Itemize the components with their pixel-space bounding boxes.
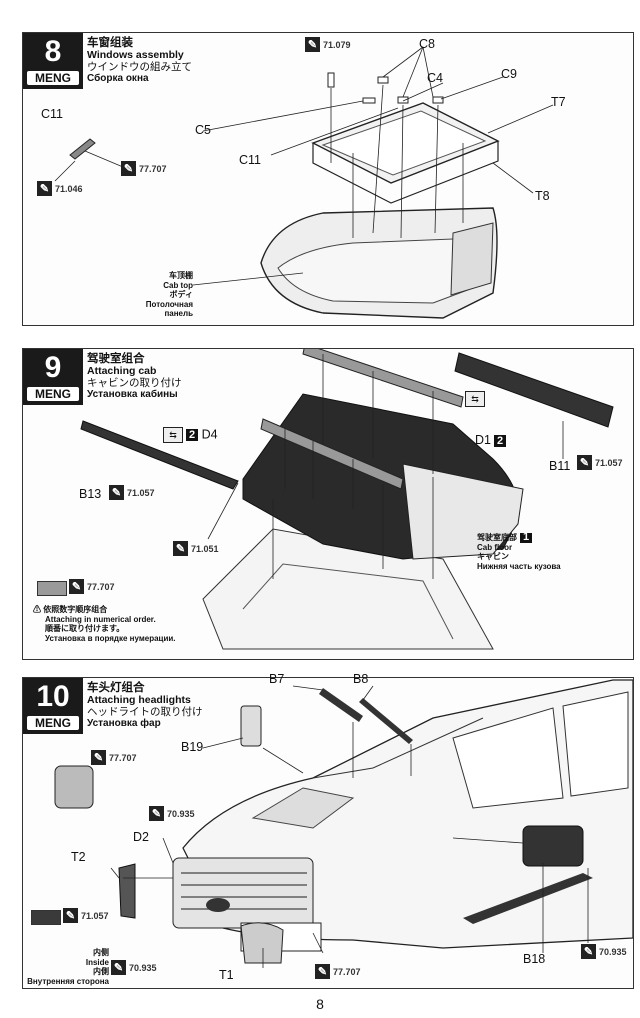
color-swatch [31, 910, 61, 925]
flip-icon: ⇆ [465, 391, 485, 407]
paint-callout: ✎71.057 [577, 455, 623, 470]
part-B7-label: B7 [269, 672, 285, 686]
brush-icon: ✎ [69, 579, 84, 594]
meng-logo: MENG [27, 387, 79, 401]
paint-callout: ✎71.057 [109, 485, 155, 500]
title-jp: キャビンの取り付け [87, 377, 182, 389]
title-en: Windows assembly [87, 49, 184, 61]
step-number: 8 [44, 35, 62, 68]
part-C5-label: C5 [195, 123, 211, 137]
part-B19-label: B19 [181, 740, 204, 754]
brush-icon: ✎ [63, 908, 78, 923]
part-D4-label: ⇆2 D4 [163, 427, 218, 443]
brush-icon: ✎ [91, 750, 106, 765]
flip-icon: ⇆ [163, 427, 183, 443]
order-note: ⚠ 依照数字顺序组合 Attaching in numerical order.… [33, 605, 176, 643]
brush-icon: ✎ [111, 960, 126, 975]
meng-logo: MENG [27, 71, 79, 85]
title-jp: ウインドウの組み立て [87, 61, 192, 73]
part-C11-label-2: C11 [239, 153, 262, 167]
step-8-titles: 车窗组装 Windows assembly ウインドウの組み立て Сборка … [87, 37, 192, 85]
title-en: Attaching headlights [87, 694, 191, 706]
part-T8-label: T8 [535, 189, 550, 203]
part-T1-label: T1 [219, 968, 234, 982]
part-B18-label: B18 [523, 952, 546, 966]
paint-callout: ✎77.707 [121, 161, 167, 176]
part-B11-label: B11 [549, 459, 571, 473]
part-B13-label: B13 [79, 487, 102, 501]
paint-callout: ✎77.707 [315, 964, 361, 979]
brush-icon: ✎ [581, 944, 596, 959]
page-number: 8 [316, 996, 324, 1012]
step-8-badge: 8 MENG [23, 33, 83, 89]
step-9-panel: 9 MENG 驾驶室组合 Attaching cab キャビンの取り付け Уст… [22, 348, 634, 660]
title-cn: 驾驶室组合 [87, 353, 145, 365]
paint-callout: ✎70.935 [111, 960, 157, 975]
brush-icon: ✎ [305, 37, 320, 52]
brush-icon: ✎ [577, 455, 592, 470]
part-T2-label: T2 [71, 850, 86, 864]
brush-icon: ✎ [109, 485, 124, 500]
paint-callout: ✎71.046 [37, 181, 83, 196]
title-ru: Установка фар [87, 718, 161, 729]
paint-callout: ✎77.707 [69, 579, 115, 594]
part-T7-label: T7 [551, 95, 566, 109]
title-ru: Сборка окна [87, 73, 149, 84]
paint-callout: ✎71.057 [63, 908, 109, 923]
meng-logo: MENG [27, 716, 79, 730]
part-B8-label: B8 [353, 672, 369, 686]
title-ru: Установка кабины [87, 389, 178, 400]
step-9-titles: 驾驶室组合 Attaching cab キャビンの取り付け Установка … [87, 353, 182, 401]
step-9-badge: 9 MENG [23, 349, 83, 405]
paint-callout: ✎70.935 [149, 806, 195, 821]
brush-icon: ✎ [315, 964, 330, 979]
step-10-badge: 10 MENG [23, 678, 83, 734]
title-en: Attaching cab [87, 365, 157, 377]
part-D2-label: D2 [133, 830, 149, 844]
part-C8-label: C8 [419, 37, 435, 51]
part-C4-label: C4 [427, 71, 443, 85]
color-swatch [37, 581, 67, 596]
step-8-panel: 8 MENG 车窗组装 Windows assembly ウインドウの組み立て … [22, 32, 634, 326]
title-cn: 车头灯组合 [87, 682, 145, 694]
step-number: 9 [44, 351, 62, 384]
cab-top-note: 车顶棚 Cab top ボディ Потолочная панель [145, 271, 193, 318]
title-jp: ヘッドライトの取り付け [87, 706, 203, 718]
brush-icon: ✎ [173, 541, 188, 556]
brush-icon: ✎ [37, 181, 52, 196]
paint-callout: ✎77.707 [91, 750, 137, 765]
inside-note: 内侧 Inside 内側 Внутренняя сторона [27, 948, 109, 986]
windows-assembly-drawing [54, 46, 554, 319]
step-10-titles: 车头灯组合 Attaching headlights ヘッドライトの取り付け У… [87, 682, 203, 730]
step-10-panel: 10 MENG 车头灯组合 Attaching headlights ヘッドライ… [22, 672, 634, 989]
brush-icon: ✎ [149, 806, 164, 821]
part-C9-label: C9 [501, 67, 517, 81]
title-cn: 车窗组装 [87, 37, 133, 49]
step-number: 10 [36, 680, 70, 713]
warning-icon: ⚠ [33, 605, 44, 614]
brush-icon: ✎ [121, 161, 136, 176]
paint-callout: ✎71.051 [173, 541, 219, 556]
part-C11-label: C11 [41, 107, 64, 121]
headlights-drawing [54, 679, 633, 968]
attaching-cab-drawing [80, 349, 614, 650]
paint-callout: ✎70.935 [581, 944, 627, 959]
paint-callout: ✎71.079 [305, 37, 351, 52]
